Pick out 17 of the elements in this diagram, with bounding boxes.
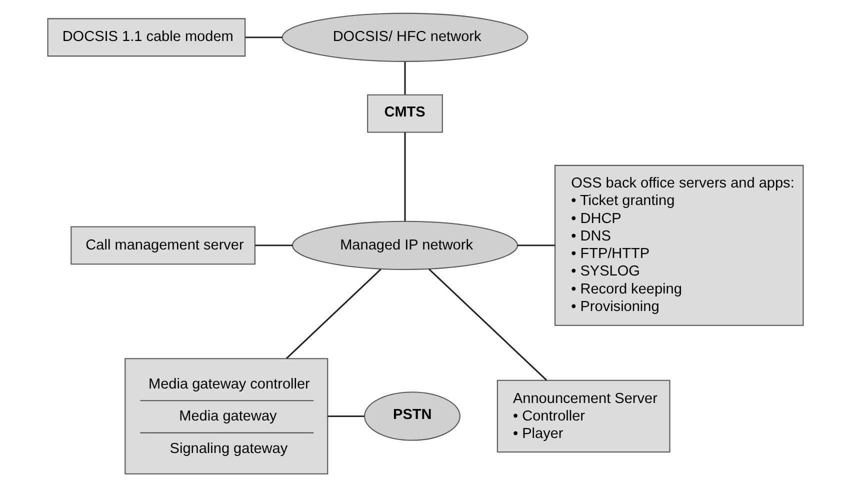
node-ellipse: DOCSIS/ HFC network <box>281 12 528 62</box>
connector <box>404 61 406 94</box>
node-box: OSS back office servers and apps: • Ticket granting • DHCP • DNS • FTP/HTTP • SYSLOG • Record keeping • Provisioning <box>554 164 804 326</box>
node-box: Announcement Server • Controller • Player <box>496 379 670 452</box>
connector <box>516 244 554 246</box>
connector <box>428 268 547 380</box>
connector <box>254 244 292 246</box>
connector <box>404 132 406 221</box>
node-box: DOCSIS 1.1 cable modem <box>46 18 246 56</box>
node-ellipse: PSTN <box>364 391 460 440</box>
connector <box>285 268 381 358</box>
node-box: Media gateway controller Media gateway Signaling gateway <box>124 358 328 474</box>
node-box: Call management server <box>70 226 255 264</box>
connector <box>327 414 364 416</box>
connector <box>244 36 282 38</box>
node-box: CMTS <box>366 94 442 132</box>
node-ellipse: Managed IP network <box>291 220 518 270</box>
